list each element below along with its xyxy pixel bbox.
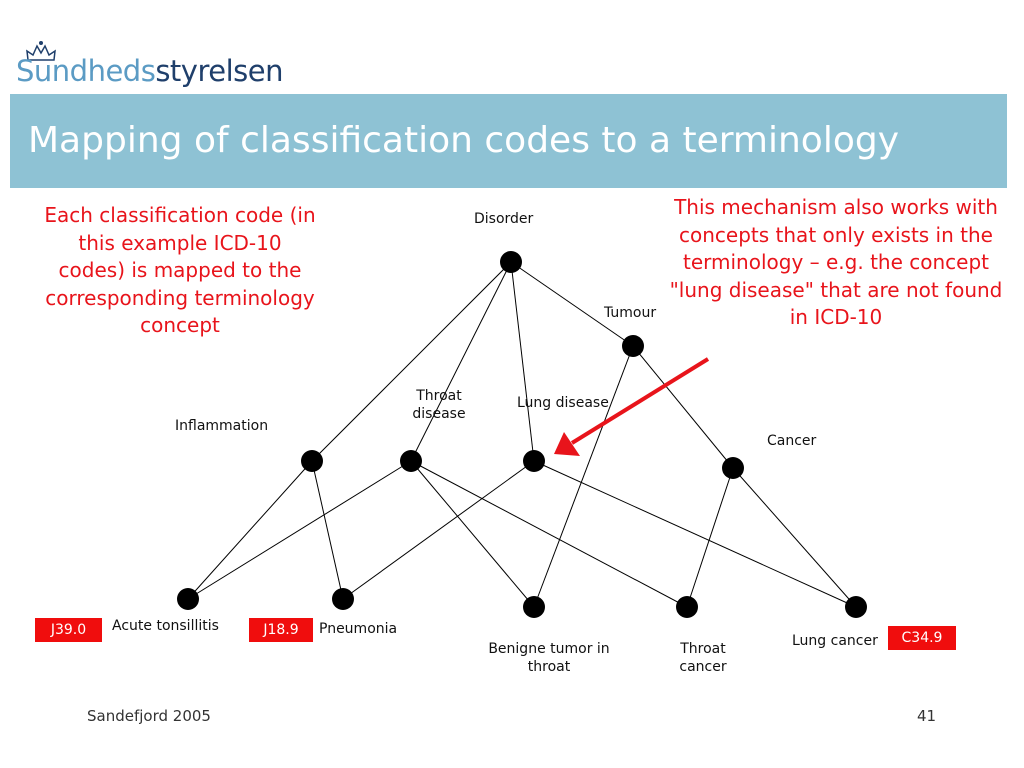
pointer-arrow xyxy=(554,357,710,456)
edge-throat-disease-benign-tumor xyxy=(410,460,535,608)
code-badge-acute-tonsillitis: J39.0 xyxy=(35,618,102,642)
edge-lung-disease-pneumonia xyxy=(342,460,535,600)
node-throat-cancer xyxy=(676,596,698,618)
node-lung-disease xyxy=(523,450,545,472)
crown-icon xyxy=(26,41,56,61)
footer-left: Sandefjord 2005 xyxy=(87,707,211,725)
edge-cancer-lung-cancer xyxy=(732,467,857,608)
edge-tumour-cancer xyxy=(632,345,734,469)
page-number: 41 xyxy=(917,707,937,725)
note-right: This mechanism also works with concepts … xyxy=(669,195,1003,329)
label-tumour: Tumour xyxy=(604,305,657,321)
label-acute-tonsillitis: Acute tonsillitis xyxy=(112,618,219,634)
node-inflammation xyxy=(301,450,323,472)
node-lung-cancer xyxy=(845,596,867,618)
edge-tumour-benign-tumor xyxy=(533,345,634,608)
logo-part1: Sundheds xyxy=(16,54,156,88)
edge-disorder-tumour xyxy=(510,261,634,347)
node-pneumonia xyxy=(332,588,354,610)
node-cancer xyxy=(722,457,744,479)
title-bar: Mapping of classification codes to a ter… xyxy=(10,94,1007,188)
label-disorder: Disorder xyxy=(474,211,534,227)
edge-cancer-throat-cancer xyxy=(686,467,734,608)
label-pneumonia: Pneumonia xyxy=(319,621,398,637)
edge-inflammation-pneumonia xyxy=(311,460,344,600)
edge-throat-disease-acute-tonsillitis xyxy=(187,460,412,600)
edge-disorder-throat-disease xyxy=(410,261,512,462)
label-cancer: Cancer xyxy=(767,433,817,449)
label-lung-disease: Lung disease xyxy=(517,395,609,411)
edge-lung-disease-lung-cancer xyxy=(533,460,857,608)
note-left: Each classification code (in this exampl… xyxy=(44,203,316,337)
edge-disorder-lung-disease xyxy=(510,261,535,462)
label-benign-tumor: Benigne tumor in throat xyxy=(488,641,610,675)
edge-inflammation-acute-tonsillitis xyxy=(187,460,313,600)
code-badge-lung-cancer: C34.9 xyxy=(888,626,956,650)
label-lung-cancer: Lung cancer xyxy=(792,633,878,649)
label-throat-disease: Throat disease xyxy=(412,388,466,422)
node-tumour xyxy=(622,335,644,357)
logo-part2: styrelsen xyxy=(155,54,283,88)
label-throat-cancer: Throat cancer xyxy=(679,641,727,675)
edge-disorder-inflammation xyxy=(311,261,512,462)
node-disorder xyxy=(500,251,522,273)
node-acute-tonsillitis xyxy=(177,588,199,610)
slide-title: Mapping of classification codes to a ter… xyxy=(28,120,900,161)
code-badge-pneumonia: J18.9 xyxy=(249,618,313,642)
edge-throat-disease-throat-cancer xyxy=(410,460,688,608)
logo-text: Sundhedsstyrelsen xyxy=(16,54,283,88)
node-throat-disease xyxy=(400,450,422,472)
node-benign-tumor xyxy=(523,596,545,618)
label-inflammation: Inflammation xyxy=(175,418,269,434)
